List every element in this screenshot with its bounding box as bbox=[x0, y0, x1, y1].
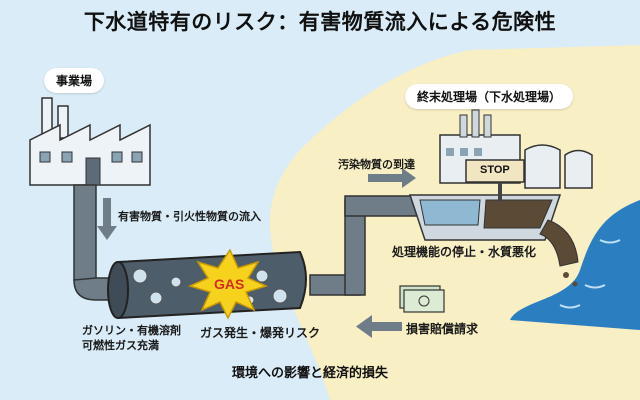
factory-icon bbox=[29, 97, 151, 186]
plant-failure-label: 処理機能の停止・水質悪化 bbox=[392, 245, 537, 259]
money-icon bbox=[399, 285, 445, 313]
sludge-particle bbox=[572, 281, 578, 287]
stop-sign-text: STOP bbox=[480, 164, 510, 176]
gas-burst-icon bbox=[187, 248, 269, 320]
compensation-label: 損害賠償請求 bbox=[406, 322, 479, 336]
river-ripples bbox=[559, 239, 621, 309]
down-arrow-icon bbox=[97, 198, 117, 240]
right-arrow-icon bbox=[368, 168, 416, 188]
page-title: 下水道特有のリスク：有害物質流入による危険性 bbox=[83, 10, 557, 34]
factory-label: 事業場 bbox=[44, 68, 105, 93]
inflow-label: 有害物質・引火性物質の流入 bbox=[118, 210, 261, 223]
impact-label: 環境への影響と経済的損失 bbox=[232, 366, 389, 381]
arrival-label: 汚染物質の到達 bbox=[338, 158, 415, 171]
treatment-plant-icon bbox=[408, 109, 593, 241]
plant-inflow-pipe bbox=[309, 195, 421, 296]
pipe-contents-line2: 可燃性ガス充満 bbox=[82, 339, 159, 352]
plant-label: 終末処理場（下水処理場） bbox=[405, 84, 574, 109]
sludge-outflow bbox=[539, 219, 579, 267]
pipe-contents-line1: ガソリン・有機溶剤 bbox=[82, 324, 181, 337]
gas-text: GAS bbox=[214, 276, 245, 292]
explosion-label: ガス発生・爆発リスク bbox=[200, 326, 321, 340]
left-arrow-icon bbox=[356, 315, 402, 338]
river bbox=[510, 200, 640, 330]
stop-sign-icon bbox=[465, 159, 525, 202]
sludge-particle bbox=[563, 272, 569, 278]
